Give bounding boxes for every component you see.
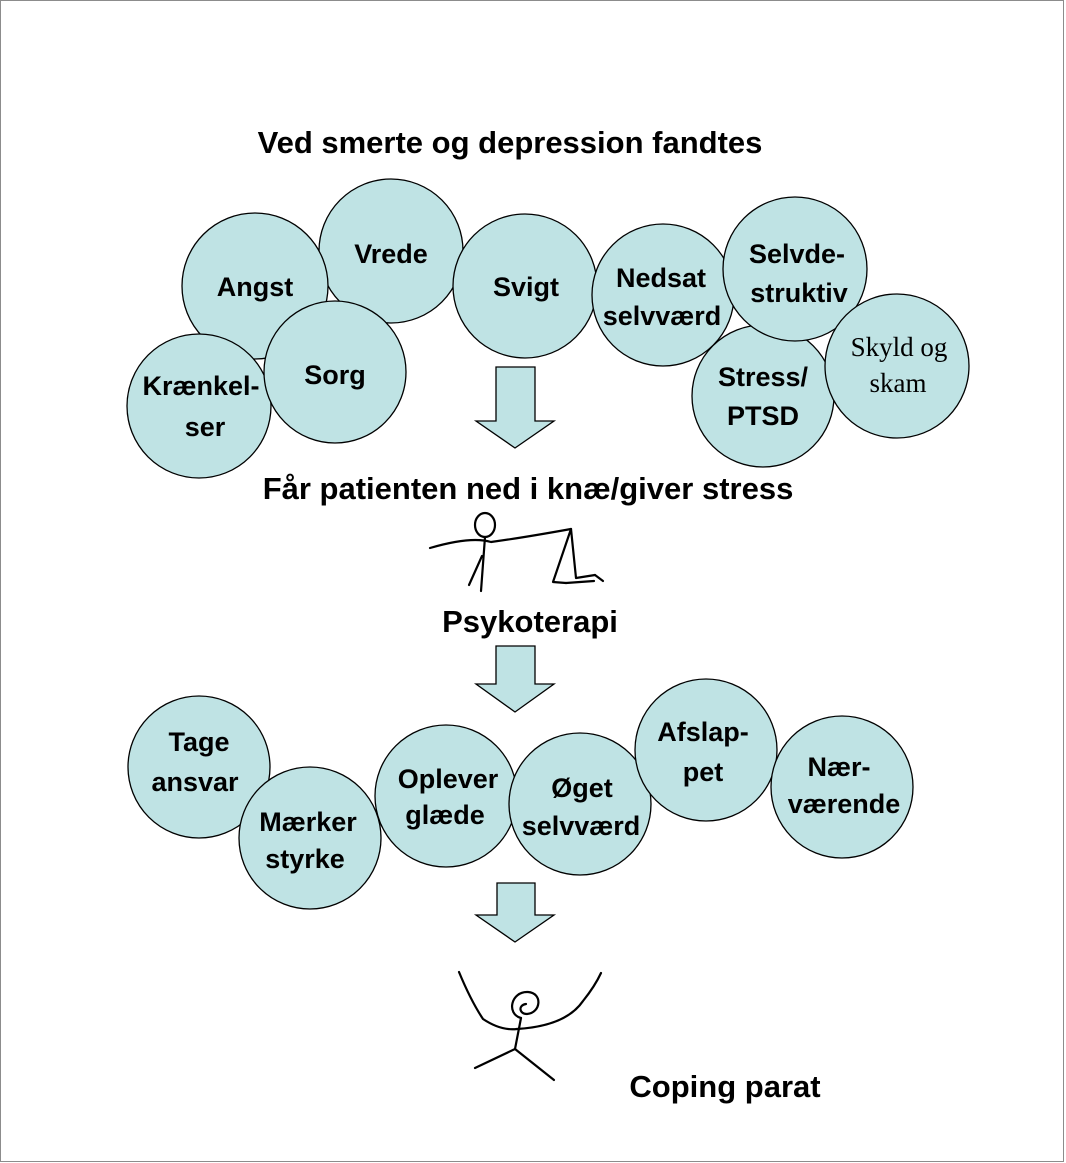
bubble-label-line1: Nedsat — [616, 263, 706, 293]
bubble-label-line1: Nær- — [807, 752, 870, 782]
cheering-figure-icon — [457, 970, 603, 1082]
bubble-label-line2: selvværd — [522, 811, 641, 841]
bubble-label-line2: struktiv — [750, 278, 848, 308]
bubble-selvdestruktiv: Selvde- struktiv — [722, 196, 868, 342]
heading-bottom: Coping parat — [629, 1069, 820, 1104]
bubble-label: Angst — [217, 272, 294, 302]
bubble-label-line2: glæde — [405, 800, 485, 830]
bubble-label-line2: værende — [788, 789, 901, 819]
bubble-sorg: Sorg — [263, 300, 407, 444]
heading-middle: Får patienten ned i knæ/giver stress — [263, 471, 794, 506]
bubble-kraenkelser: Krænkel- ser — [126, 333, 272, 479]
bubble-label-line2: skam — [870, 368, 927, 398]
bubble-oget-selvvaerd: Øget selvværd — [508, 732, 652, 876]
down-arrow-icon — [473, 882, 557, 943]
problem-bubbles: Vrede Angst Krænkel- ser Sorg Svigt Neds… — [126, 178, 970, 479]
bubble-label-line1: Skyld og — [851, 332, 948, 362]
bubble-svigt: Svigt — [452, 213, 598, 359]
bubble-vrede: Vrede — [318, 178, 464, 324]
bubble-label: Svigt — [493, 272, 559, 302]
bubble-maerker-styrke: Mærker styrke — [238, 766, 382, 910]
heading-top: Ved smerte og depression fandtes — [258, 125, 763, 160]
bubble-label-line1: Selvde- — [749, 239, 845, 269]
bubble-label-line1: Øget — [551, 773, 613, 803]
bubble-label-line1: Tage — [168, 727, 229, 757]
bubble-label-line2: selvværd — [603, 301, 722, 331]
bubble-oplever-glaede: Oplever glæde — [374, 724, 518, 868]
bubble-label-line1: Oplever — [398, 764, 499, 794]
bubble-afslappet: Afslap- pet — [634, 678, 778, 822]
bubble-nedsat-selvvaerd: Nedsat selvværd — [591, 223, 735, 367]
bubble-label-line2: PTSD — [727, 401, 799, 431]
bubble-label-line2: ansvar — [151, 767, 239, 797]
bubble-label-line1: Mærker — [259, 807, 357, 837]
outcome-bubbles: Tage ansvar Mærker styrke Oplever glæde … — [127, 678, 914, 910]
bubble-label-line2: styrke — [265, 844, 345, 874]
heading-therapy: Psykoterapi — [442, 604, 618, 639]
bubble-label-line1: Stress/ — [718, 362, 809, 392]
bubble-skyld-og-skam: Skyld og skam — [824, 293, 970, 439]
bubble-label-line1: Krænkel- — [142, 371, 259, 401]
bubble-label: Sorg — [304, 360, 366, 390]
bubble-stress-ptsd: Stress/ PTSD — [691, 324, 835, 468]
down-arrow-icon — [473, 645, 557, 713]
kneeling-figure-icon — [428, 511, 605, 593]
bubble-naervaerende: Nær- værende — [770, 715, 914, 859]
bubble-label: Vrede — [354, 239, 428, 269]
bubble-tage-ansvar: Tage ansvar — [127, 695, 271, 839]
bubble-label-line2: pet — [683, 757, 724, 787]
bubble-label-line2: ser — [185, 412, 226, 442]
down-arrow-icon — [473, 366, 557, 449]
bubble-label-line1: Afslap- — [657, 717, 749, 747]
